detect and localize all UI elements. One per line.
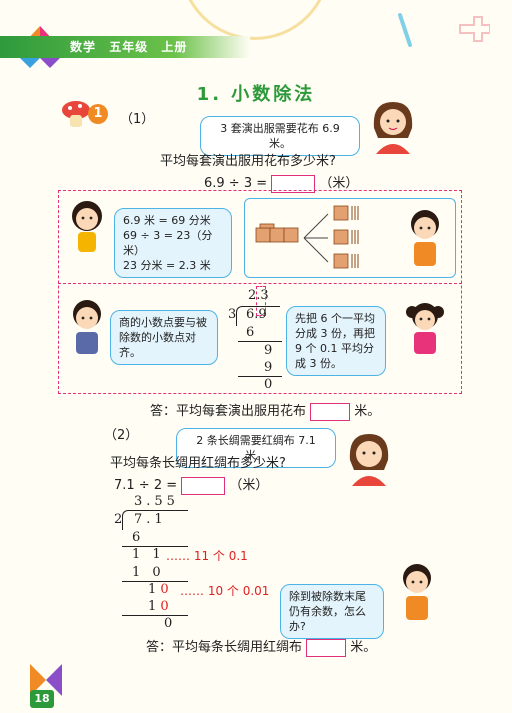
part1-answer-text: 答：平均每套演出服用花布 [150, 404, 307, 419]
page-corner-decoration-icon [30, 664, 62, 696]
part1-final-answer-box[interactable] [310, 402, 351, 421]
note-11-tenths: …… 11 个 0.1 [166, 549, 248, 563]
div1-dividend: 6.9 [246, 307, 267, 322]
page-number: 18 [30, 690, 54, 708]
conversion-line-1: 6.9 米 = 69 分米 [123, 214, 211, 227]
part2-speech-bubble: 2 条长绸需要红绸布 7.1 米。 [176, 428, 336, 468]
mushroom-example-icon [62, 101, 90, 127]
part2-final-answer-box[interactable] [306, 638, 347, 657]
boy-avatar-3 [403, 564, 431, 620]
div2-row-5: 1 0 [148, 599, 169, 614]
part2-equation: 7.1 ÷ 2 = [114, 478, 178, 493]
part1-unit: （米） [319, 176, 359, 191]
part1-equation-row: 6.9 ÷ 3 = （米） [204, 172, 358, 193]
doodle-decoration-icon [398, 13, 490, 47]
div1-line-2 [238, 376, 282, 377]
part1-answer-row: 答：平均每套演出服用花布 米。 [150, 400, 380, 421]
header-text: 数学 五年级 上册 [70, 38, 187, 55]
header-grade: 五年级 [109, 40, 149, 54]
conversion-line-3: 23 分米 = 2.3 米 [123, 259, 211, 272]
part2-answer-box[interactable] [181, 476, 226, 495]
decimal-point-hint: 商的小数点要与被除数的小数点对齐。 [110, 310, 218, 365]
div1-quotient-text: 2.3 [248, 288, 269, 303]
teacher-avatar-2 [349, 434, 389, 486]
div2-row-4: 1 0 [148, 582, 169, 597]
sun-decoration [180, 0, 330, 40]
part1-equation: 6.9 ÷ 3 = [204, 176, 268, 191]
note-10-hundredths: …… 10 个 0.01 [180, 584, 270, 598]
appended-zero-2: 0 [160, 599, 169, 614]
girl-avatar [72, 201, 102, 252]
part2-label: （2） [104, 428, 139, 443]
appended-zero: 0 [160, 582, 169, 597]
div2-row-1: 6 [132, 530, 141, 545]
div1-divisor: 3 [228, 307, 237, 322]
div1-line-1 [238, 341, 282, 342]
teacher-avatar [373, 102, 413, 154]
header-volume: 上册 [161, 40, 188, 54]
part2-question: 平均每条长绸用红绸布多少米? [110, 456, 286, 471]
div1-quotient: 2.3 [248, 288, 269, 303]
div2-divisor: 2 [114, 512, 123, 527]
div1-step-3: 9 [264, 360, 273, 375]
method-divider [58, 283, 462, 284]
part2-answer-unit: 米。 [350, 640, 377, 655]
boy-avatar [411, 210, 439, 266]
div2-line-2 [122, 581, 188, 582]
conversion-bubble: 6.9 米 = 69 分米 69 ÷ 3 = 23（分米） 23 分米 = 2.… [114, 208, 232, 278]
part2-answer-row: 答：平均每条长绸用红绸布 米。 [146, 636, 376, 657]
div1-step-4: 0 [264, 377, 273, 392]
header-band [0, 36, 250, 58]
div2-quotient: 3.55 [134, 494, 179, 509]
div2-dividend: 7.1 [134, 512, 167, 527]
method-dashed-box [58, 190, 462, 394]
part1-answer-unit: 米。 [354, 404, 381, 419]
blocks-diagram-frame [244, 198, 456, 278]
blocks-split-diagram [255, 205, 359, 269]
remainder-hint: 除到被除数末尾仍有余数，怎么办? [280, 584, 384, 639]
example-number-badge: 1 [88, 104, 108, 124]
div2-row-2: 1 1 [132, 547, 165, 562]
part1-label: （1） [120, 112, 155, 127]
header-subject: 数学 [70, 40, 97, 54]
boy-avatar-2 [73, 300, 101, 354]
girl-avatar-2 [406, 303, 444, 354]
div2-bracket [122, 510, 188, 530]
part1-speech-bubble: 3 套演出服需要花布 6.9 米。 [200, 116, 360, 156]
div2-row-6: 0 [164, 616, 173, 631]
alignment-guide [256, 286, 266, 316]
part1-question: 平均每套演出服用花布多少米? [160, 154, 336, 169]
div2-row-3: 1 0 [132, 565, 165, 580]
sharing-hint: 先把 6 个一平均分成 3 份，再把 9 个 0.1 平均分成 3 份。 [286, 306, 386, 376]
div2-line-1 [122, 546, 188, 547]
div1-bracket [236, 306, 280, 326]
div2-line-3 [122, 615, 188, 616]
div1-step-1: 6 [246, 325, 255, 340]
part2-unit: （米） [229, 478, 269, 493]
part2-equation-row: 7.1 ÷ 2 = （米） [114, 474, 268, 495]
section-title: 1. 小数除法 [196, 84, 316, 105]
conversion-line-2: 69 ÷ 3 = 23（分米） [123, 229, 213, 257]
div1-step-2: 9 [264, 343, 273, 358]
part2-answer-text: 答：平均每条长绸用红绸布 [146, 640, 303, 655]
